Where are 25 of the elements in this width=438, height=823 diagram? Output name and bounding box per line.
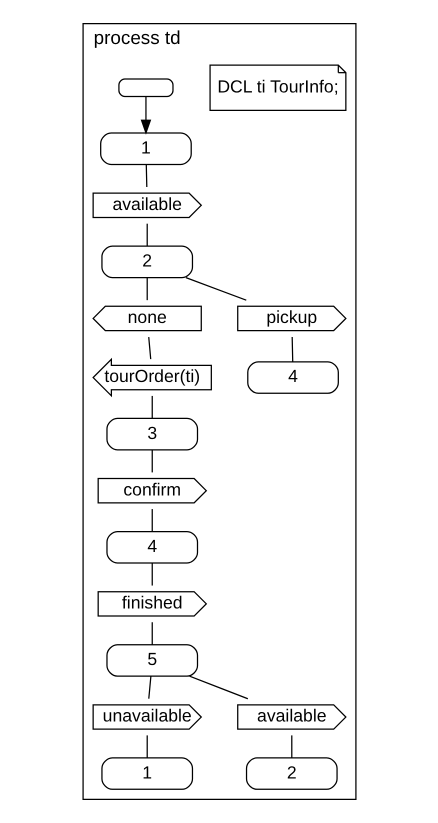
connector xyxy=(151,396,152,418)
node-box: 4 xyxy=(106,530,198,564)
connector xyxy=(146,224,148,246)
connector xyxy=(290,735,292,758)
connector xyxy=(151,622,152,645)
connector xyxy=(148,336,151,360)
connector xyxy=(151,509,152,532)
connector xyxy=(185,277,246,301)
connector xyxy=(151,563,152,586)
connector xyxy=(145,164,147,188)
connector xyxy=(151,450,152,472)
connector xyxy=(146,735,148,758)
node-box: 1 xyxy=(100,757,193,790)
node-box: 1 xyxy=(100,132,192,166)
node-oval xyxy=(118,78,174,98)
node-box: 5 xyxy=(106,644,198,677)
node-box: 2 xyxy=(245,757,338,790)
connector xyxy=(291,336,293,362)
node-box: 4 xyxy=(246,361,338,394)
node-box: 3 xyxy=(106,418,198,450)
node-box: 2 xyxy=(100,246,193,278)
connector xyxy=(146,278,148,300)
connector xyxy=(148,676,151,699)
connector xyxy=(188,676,248,700)
arrow xyxy=(140,96,151,135)
